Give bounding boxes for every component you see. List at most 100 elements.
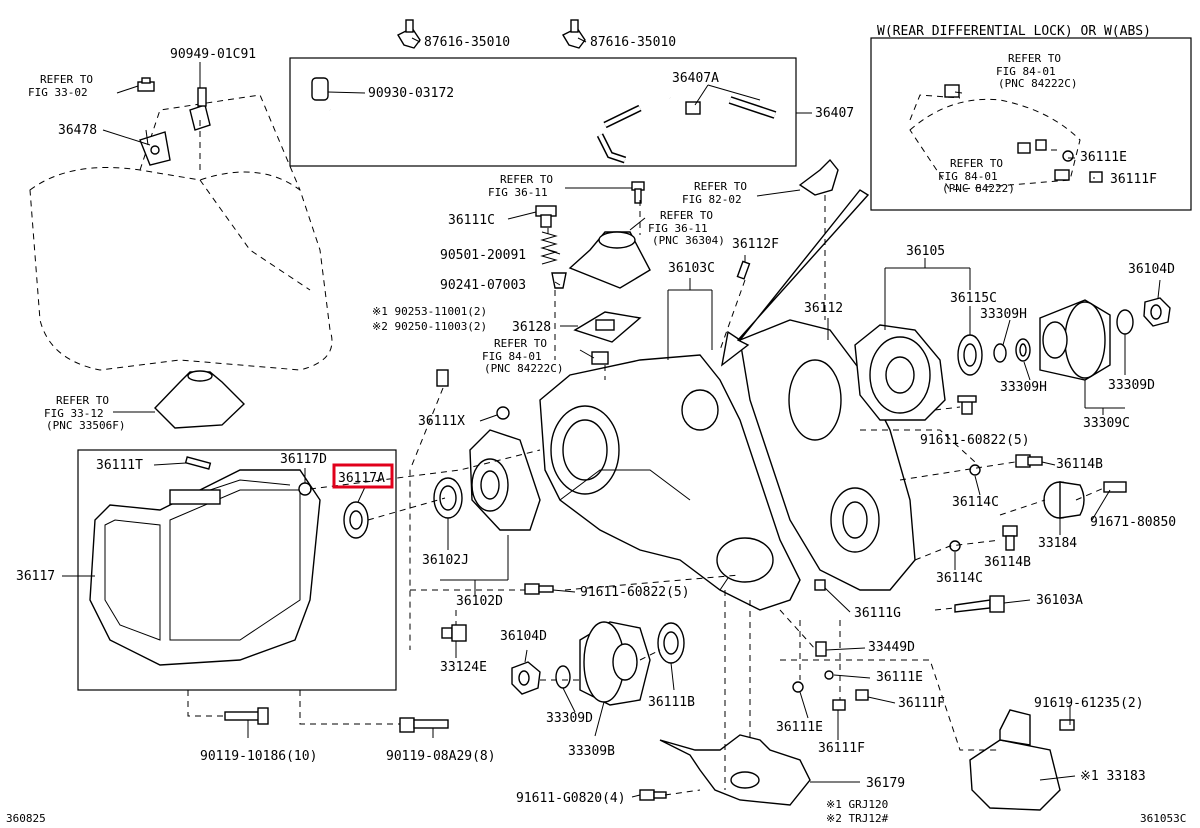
label-36115C: 36115C [950,291,997,306]
bolt-91611-G0820 [639,789,667,801]
label-36114B-top: 36114B [1056,457,1103,472]
cover-36128-top [568,231,651,289]
footer-left-code: 360825 [6,812,46,825]
nut-36104D [511,661,541,695]
plug-36111F [855,689,869,701]
label-36111T: 36111T [96,458,143,473]
label-36407A: 36407A [672,71,719,86]
bolt-91611-right [957,395,977,415]
label-36128: 36128 [512,320,551,335]
bolt-36111C [535,205,557,228]
bolt-36111G [814,579,826,591]
label-36111X: 36111X [418,414,465,429]
plug-36111E-bottom [792,681,804,693]
label-36111F-bottom: 36111F [818,741,865,756]
label-36102D: 36102D [456,594,503,609]
inset-label-36111E: 36111E [1080,150,1127,165]
washer-36114C [949,540,961,552]
label-90501: 90501-20091 [440,248,526,263]
label-36111G: 36111G [854,606,901,621]
connector-90949 [189,87,211,131]
inset-label-36111F: 36111F [1110,172,1157,187]
washer-33309H [1015,338,1031,362]
refer-84-01a-line2: FIG 84-01 [482,350,542,363]
seal-36111B [657,622,685,664]
bolt-90119-08A29 [399,717,449,733]
label-36478: 36478 [58,123,97,138]
oil-seal-36117A [343,501,369,539]
bracket-82-02 [798,158,839,196]
damper-33184 [1043,481,1085,519]
seal-36111X [496,406,510,420]
label-36112: 36112 [804,301,843,316]
transmission-housing-outline [29,167,333,371]
label-90119-08A29: 90119-08A29(8) [386,749,496,764]
label-33309C: 33309C [1083,416,1130,431]
refer-33-12-line2: FIG 33-12 [44,407,104,420]
label-36111C: 36111C [448,213,495,228]
bolt-36114B-top [1015,454,1043,468]
label-36111E-right: 36111E [876,670,923,685]
clip-87616-right [562,19,586,49]
bolt-36103A [954,595,1005,613]
label-91671: 91671-80850 [1090,515,1176,530]
inset-refer-line1: REFER TO [1008,52,1061,65]
rear-diff-lock-inset [870,37,1192,211]
label-33309H: 33309H [1000,380,1047,395]
label-91611-60822-right: 91611-60822(5) [920,433,1030,448]
inset-switch [944,84,960,98]
bolt-33449D [815,641,827,657]
mount-33183 [969,709,1075,811]
plug-36111E [824,670,834,680]
part-labels: W(REAR DIFFERENTIAL LOCK) OR W(ABS) 9094… [6,24,1186,825]
sensor-33124E [441,624,467,642]
bolt-91671 [1103,481,1127,493]
refer-33-12-line3: (PNC 33506F) [46,419,125,432]
label-36114C: 36114C [936,571,983,586]
bolt-refer-36-11 [631,181,645,204]
bolt-33-02 [137,77,155,92]
transfer-case-rear-housing [739,319,916,591]
label-91611-G0820: 91611-G0820(4) [516,791,626,806]
label-33124E: 33124E [440,660,487,675]
flange-33309C [1039,299,1111,381]
label-91611-60822-bottom: 91611-60822(5) [580,585,690,600]
highlight-36117A[interactable] [332,463,394,489]
crossmember-36179 [659,734,811,806]
inset-refer2-line2: FIG 84-01 [938,170,998,183]
direction-arrow [720,189,870,367]
label-36111F-right: 36111F [898,696,945,711]
refer-36-11a-line2: FIG 36-11 [488,186,548,199]
label-90241: 90241-07003 [440,278,526,293]
washer-33309D [555,665,571,689]
label-36111B: 36111B [648,695,695,710]
label-90250: ※2 90250-11003(2) [372,320,487,333]
label-36117D: 36117D [280,452,327,467]
refer-33-02-line1: REFER TO [40,73,93,86]
assembly-dash-lines [187,94,1105,796]
footer-right-code: 361053C [1140,812,1186,825]
label-36117: 36117 [16,569,55,584]
refer-36-11b-line1: REFER TO [660,209,713,222]
label-33183: ※1 33183 [1080,769,1146,784]
label-90930: 90930-03172 [368,86,454,101]
inset-refer2-line1: REFER TO [950,157,1003,170]
rear-extension-36105 [854,324,946,421]
refer-36-11b-line2: FIG 36-11 [648,222,708,235]
spring-90501 [540,231,558,265]
nut-36104D-top [1143,297,1171,327]
bolt-36114B [1002,525,1018,551]
label-36104D: 36104D [500,629,547,644]
washer-36114C-top [969,464,981,476]
flange-33309B [579,621,651,706]
plug-36111F-bottom [832,699,846,711]
label-36111E-bottom: 36111E [776,720,823,735]
pin-36111T [184,456,212,470]
inset-refer2-line3: (PNC 84222) [942,182,1015,195]
rear-diff-note: W(REAR DIFFERENTIAL LOCK) OR W(ABS) [877,24,1151,39]
label-33184: 33184 [1038,536,1077,551]
label-36114C-top: 36114C [952,495,999,510]
leader-lines [62,37,1161,798]
label-36104D-top: 36104D [1128,262,1175,277]
label-33309D-right: 33309D [1108,378,1155,393]
